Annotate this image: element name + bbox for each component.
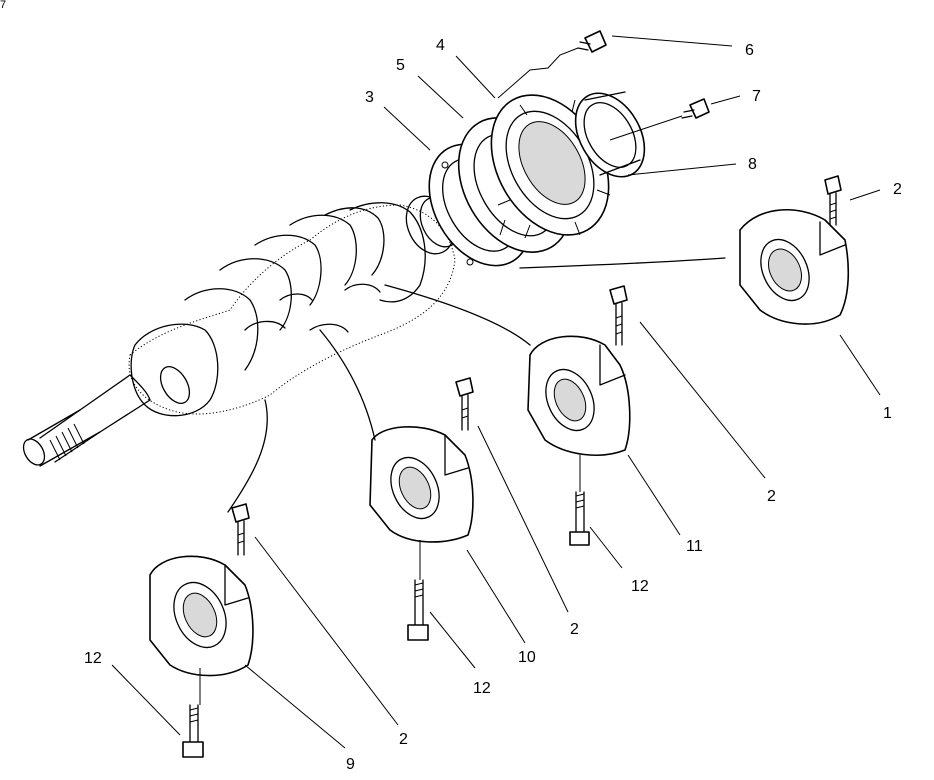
callout-10: 10 [518, 649, 536, 666]
bolt-2d [231, 503, 250, 556]
leader-lines [111, 35, 881, 749]
bolt-2b [609, 285, 628, 346]
callout-2: 2 [570, 621, 579, 638]
callout-12: 12 [631, 578, 649, 595]
callout-4: 4 [436, 37, 445, 54]
callout-3: 3 [365, 89, 374, 106]
callout-6: 6 [745, 42, 754, 59]
bolt-12c [182, 704, 204, 758]
callout-2: 2 [893, 181, 902, 198]
callout-12: 12 [473, 680, 491, 697]
bearing-cap-10 [369, 426, 474, 543]
screw-6 [577, 30, 607, 53]
bolt-2a [824, 175, 842, 226]
callout-11: 11 [686, 538, 703, 555]
corner-mark: 7 [0, 0, 6, 11]
bearing-cap-11 [527, 335, 631, 456]
callout-2: 2 [399, 731, 408, 748]
callout-7: 7 [752, 88, 761, 105]
callout-9: 9 [346, 756, 355, 773]
bearing-cap-1 [739, 208, 850, 325]
bolt-12b [407, 579, 429, 641]
bolt-12a [569, 491, 590, 546]
crankshaft [22, 195, 461, 467]
bolt-2c [455, 377, 474, 431]
callout-12: 12 [84, 650, 102, 667]
callout-8: 8 [748, 156, 757, 173]
callout-2: 2 [767, 488, 776, 505]
callout-labels: 6 4 5 7 3 8 2 1 2 11 12 2 10 12 12 2 9 [84, 37, 902, 773]
bearing-cap-9 [149, 555, 254, 677]
callout-1: 1 [883, 405, 892, 422]
callout-5: 5 [396, 57, 405, 74]
screw-7 [681, 98, 710, 119]
oil-seal-8 [574, 91, 646, 178]
